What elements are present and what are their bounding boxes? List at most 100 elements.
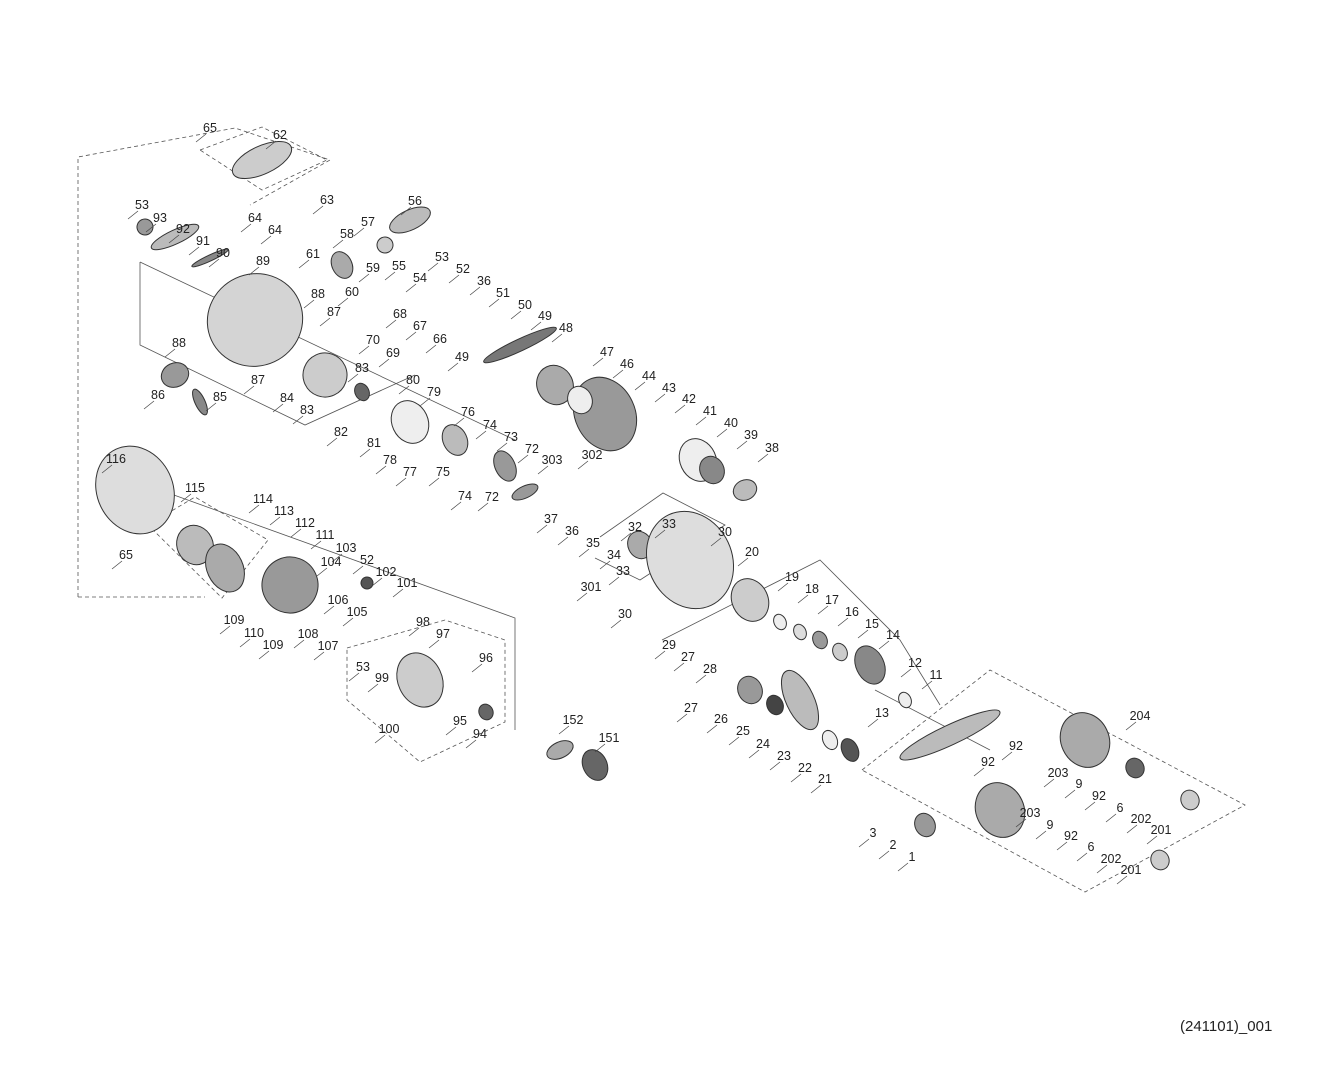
part-number-label: 74: [458, 489, 472, 503]
leader-line: [1015, 818, 1027, 828]
part-number-label: 92: [1092, 789, 1106, 803]
star-drag-shape: [854, 645, 886, 685]
part-number-label: 2: [890, 838, 897, 852]
part-number-label: 16: [845, 605, 859, 619]
leader-line: [676, 713, 688, 723]
part-number-label: 55: [392, 259, 406, 273]
part-number-label: 82: [334, 425, 348, 439]
part-number-label: 83: [300, 403, 314, 417]
leader-line: [269, 516, 281, 526]
leader-line: [612, 369, 624, 379]
handle-side-plate-shape: [645, 510, 735, 610]
part-number-label: 201: [1151, 823, 1172, 837]
part-number-label: 93: [153, 211, 167, 225]
leader-line: [674, 404, 686, 414]
part-number-label: 88: [172, 336, 186, 350]
sideplate-group-outline: [147, 496, 269, 599]
leader-line: [610, 619, 622, 629]
leader-line: [371, 577, 383, 587]
part-number-label: 110: [244, 626, 264, 640]
leader-line: [673, 662, 685, 672]
sideplate-axis-line: [159, 489, 516, 730]
clutch-cam-shape: [441, 424, 469, 456]
leader-line: [576, 592, 588, 602]
leader-line: [326, 437, 338, 447]
handle-axis-line: [874, 689, 991, 751]
pinion-gear-shape: [511, 483, 539, 501]
leader-line: [488, 298, 500, 308]
leader-line: [1056, 841, 1068, 851]
part-number-label: 90: [216, 246, 230, 260]
part-number-label: 29: [662, 638, 676, 652]
washer-shape: [898, 691, 912, 709]
leader-line: [310, 540, 322, 550]
leader-line: [748, 749, 760, 759]
leader-line: [319, 317, 331, 327]
spool-group-outline: [346, 619, 506, 763]
leader-line: [428, 477, 440, 487]
ring-shape: [840, 738, 860, 762]
leader-line: [405, 331, 417, 341]
part-number-label: 112: [295, 516, 315, 530]
part-number-label: 62: [273, 128, 287, 142]
part-number-label: 42: [682, 392, 696, 406]
part-number-label: 92: [176, 222, 190, 236]
leader-line: [384, 271, 396, 281]
part-number-label: 12: [908, 656, 922, 670]
part-number-label: 109: [263, 638, 284, 652]
leader-line: [313, 651, 325, 661]
part-number-label: 66: [433, 332, 447, 346]
knob-cap-shape: [1180, 789, 1200, 811]
leader-line: [867, 718, 879, 728]
part-number-label: 103: [336, 541, 357, 555]
part-number-label: 34: [607, 548, 621, 562]
part-number-label: 101: [397, 576, 418, 590]
leader-line: [145, 223, 157, 233]
part-number-label: 9: [1076, 777, 1083, 791]
main-gear-shape: [572, 376, 638, 452]
leader-line: [510, 310, 522, 320]
part-number-label: 59: [366, 261, 380, 275]
part-number-label: 96: [479, 651, 493, 665]
leader-line: [239, 638, 251, 648]
part-number-label: 27: [681, 650, 695, 664]
leader-line: [347, 373, 359, 383]
part-number-label: 18: [805, 582, 819, 596]
leader-line: [358, 273, 370, 283]
part-number-label: 201: [1121, 863, 1142, 877]
part-number-label: 61: [306, 247, 320, 261]
leader-line: [359, 448, 371, 458]
part-number-label: 27: [684, 701, 698, 715]
leader-line: [398, 385, 410, 395]
part-number-label: 52: [360, 553, 374, 567]
leader-line: [465, 739, 477, 749]
collar-shape: [732, 479, 758, 501]
part-number-label: 94: [473, 727, 487, 741]
part-number-label: 86: [151, 388, 165, 402]
collar-shape: [376, 236, 394, 254]
part-number-label: 33: [616, 564, 630, 578]
part-number-label: 9: [1047, 818, 1054, 832]
part-number-label: 14: [886, 628, 900, 642]
outer-frame-outline: [77, 127, 331, 597]
leader-line: [428, 639, 440, 649]
side-cover-shape: [95, 445, 175, 535]
part-number-label: 28: [703, 662, 717, 676]
part-number-label: 87: [327, 305, 341, 319]
leader-line: [272, 403, 284, 413]
leader-line: [878, 850, 890, 860]
part-number-label: 17: [825, 593, 839, 607]
leader-line: [195, 133, 207, 143]
leader-line: [469, 286, 481, 296]
leader-line: [1043, 778, 1055, 788]
leader-line: [243, 385, 255, 395]
part-number-label: 53: [356, 660, 370, 674]
part-number-label: 203: [1048, 766, 1069, 780]
part-number-label: 76: [461, 405, 475, 419]
leader-line: [1126, 824, 1138, 834]
leader-line: [127, 210, 139, 220]
leader-line: [654, 393, 666, 403]
part-number-label: 111: [315, 528, 334, 542]
handle-arm-shape: [899, 709, 1001, 761]
part-number-label: 23: [777, 749, 791, 763]
